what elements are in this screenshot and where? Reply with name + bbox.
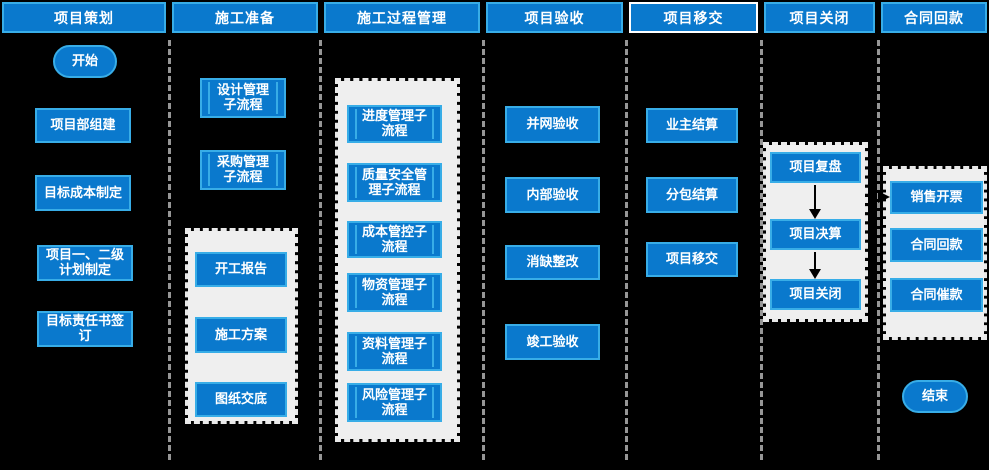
node-documents-subprocess[interactable]: 资料管理子流程 <box>347 332 442 371</box>
lane-header-payment[interactable]: 合同回款 <box>881 2 987 33</box>
node-internal-acceptance[interactable]: 内部验收 <box>505 177 600 213</box>
node-responsibility-signing[interactable]: 目标责任书签订 <box>37 311 133 347</box>
node-final-accounts[interactable]: 项目决算 <box>770 219 861 250</box>
node-owner-settlement[interactable]: 业主结算 <box>646 108 738 143</box>
node-project-handover[interactable]: 项目移交 <box>646 242 738 277</box>
node-cost-control-subprocess[interactable]: 成本管控子流程 <box>347 221 442 258</box>
lane-header-closure[interactable]: 项目关闭 <box>764 2 875 33</box>
node-schedule-subprocess[interactable]: 进度管理子流程 <box>347 105 442 143</box>
lane-separator <box>482 40 485 460</box>
node-project-team-setup[interactable]: 项目部组建 <box>35 108 131 143</box>
node-target-cost[interactable]: 目标成本制定 <box>35 175 131 211</box>
node-drawing-briefing[interactable]: 图纸交底 <box>195 382 287 417</box>
lane-separator <box>877 40 880 460</box>
node-sales-invoicing[interactable]: 销售开票 <box>890 181 983 214</box>
node-quality-safety-subprocess[interactable]: 质量安全管理子流程 <box>347 163 442 202</box>
arrow-down-icon <box>809 269 821 279</box>
arrow-line <box>814 252 816 270</box>
node-payment-reminder[interactable]: 合同催款 <box>890 278 983 312</box>
lane-header-construction-prep[interactable]: 施工准备 <box>172 2 318 33</box>
node-project-close[interactable]: 项目关闭 <box>770 279 861 310</box>
node-construction-plan[interactable]: 施工方案 <box>195 317 287 353</box>
arrow-down-icon <box>809 209 821 219</box>
arrow-line <box>814 185 816 210</box>
node-contract-payment[interactable]: 合同回款 <box>890 228 983 262</box>
arrow-right-icon <box>878 191 890 203</box>
lane-header-project-planning[interactable]: 项目策划 <box>2 2 166 33</box>
node-procurement-subprocess[interactable]: 采购管理子流程 <box>200 150 286 190</box>
lane-separator <box>319 40 322 460</box>
node-grid-connection-acceptance[interactable]: 并网验收 <box>505 106 600 143</box>
node-start[interactable]: 开始 <box>53 45 117 78</box>
node-risk-subprocess[interactable]: 风险管理子流程 <box>347 383 442 422</box>
lane-header-construction-process[interactable]: 施工过程管理 <box>324 2 480 33</box>
lane-separator <box>168 40 171 460</box>
node-defect-rectification[interactable]: 消缺整改 <box>505 245 600 280</box>
lane-header-acceptance[interactable]: 项目验收 <box>486 2 623 33</box>
node-materials-subprocess[interactable]: 物资管理子流程 <box>347 273 442 312</box>
node-commencement-report[interactable]: 开工报告 <box>195 252 287 287</box>
lane-separator <box>760 40 763 460</box>
node-project-review[interactable]: 项目复盘 <box>770 152 861 183</box>
node-level-plans[interactable]: 项目一、二级计划制定 <box>37 245 133 281</box>
lane-header-handover[interactable]: 项目移交 <box>629 2 758 33</box>
node-completion-acceptance[interactable]: 竣工验收 <box>505 324 600 360</box>
lane-separator <box>625 40 628 460</box>
node-subcontract-settlement[interactable]: 分包结算 <box>646 177 738 213</box>
node-end[interactable]: 结束 <box>902 380 968 413</box>
node-design-subprocess[interactable]: 设计管理子流程 <box>200 78 286 118</box>
